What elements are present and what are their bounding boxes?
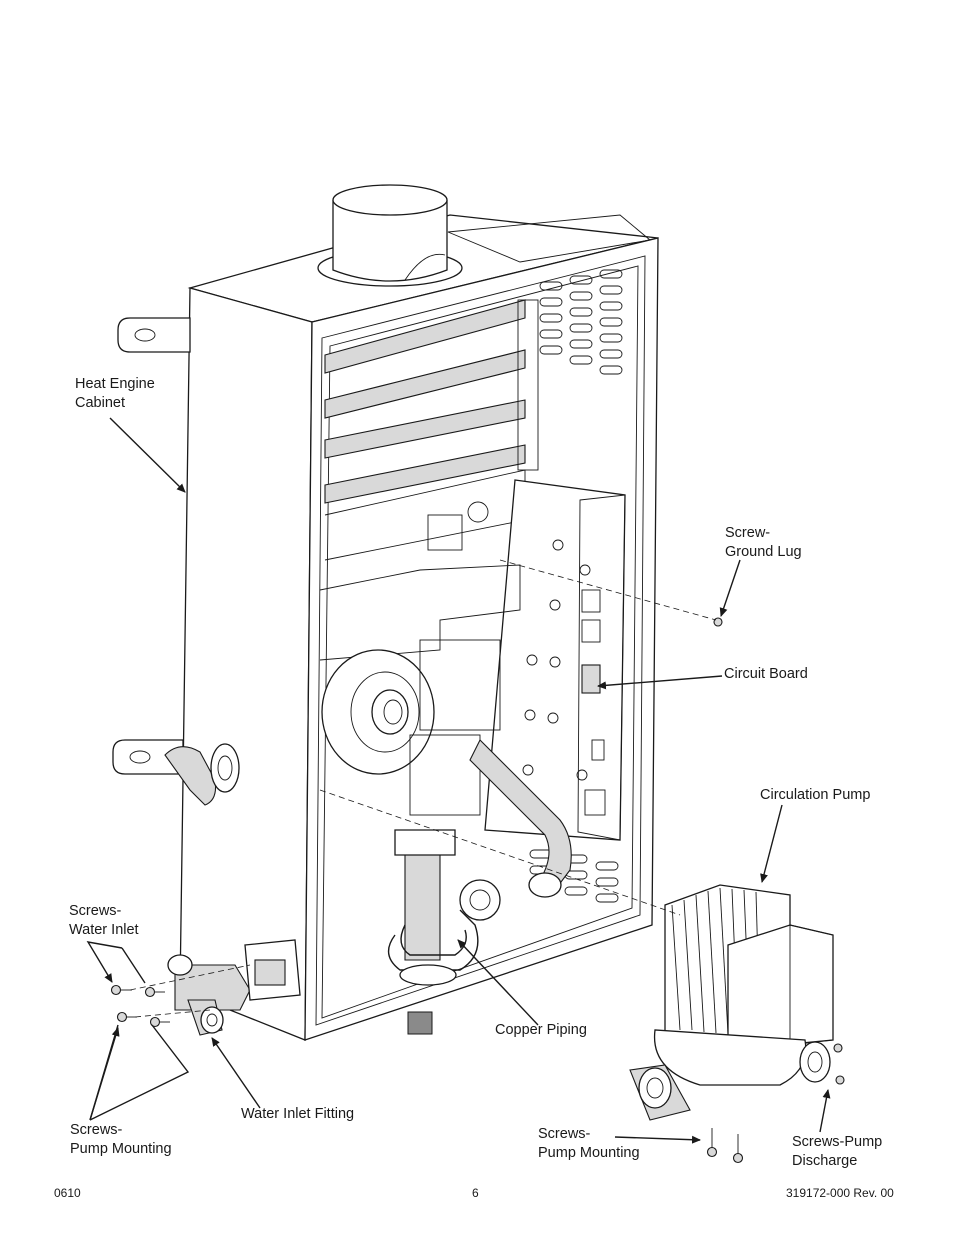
label-screws-pump-mounting-right: Screws- Pump Mounting [538,1126,640,1161]
vent-slots [529,269,623,903]
label-copper-piping: Copper Piping [495,1022,587,1038]
label-screws-pump-mounting-left: Screws- Pump Mounting [70,1122,172,1157]
water-inlet-fitting [167,939,301,1036]
label-screw-ground-lug: Screw- Ground Lug [725,525,802,560]
alignment-lines [129,559,717,1018]
circulation-pump [629,884,834,1121]
footer-date-code: 0610 [54,1186,81,1200]
callout-arrows [86,417,831,1144]
footer-page-number: 6 [472,1186,479,1200]
label-screws-pump-discharge: Screws-Pump Discharge [792,1134,883,1169]
control-panel [319,479,626,841]
label-circuit-board: Circuit Board [724,666,808,682]
label-heat-engine-cabinet: Heat Engine Cabinet [75,376,155,411]
label-water-inlet-fitting: Water Inlet Fitting [241,1106,355,1122]
footer-document-id: 319172-000 Rev. 00 [786,1186,894,1200]
label-screws-water-inlet: Screws- Water Inlet [69,903,139,938]
label-circulation-pump: Circulation Pump [760,787,871,803]
flue-collar [317,184,463,287]
heat-exchanger [324,299,539,561]
screws [110,617,845,1164]
